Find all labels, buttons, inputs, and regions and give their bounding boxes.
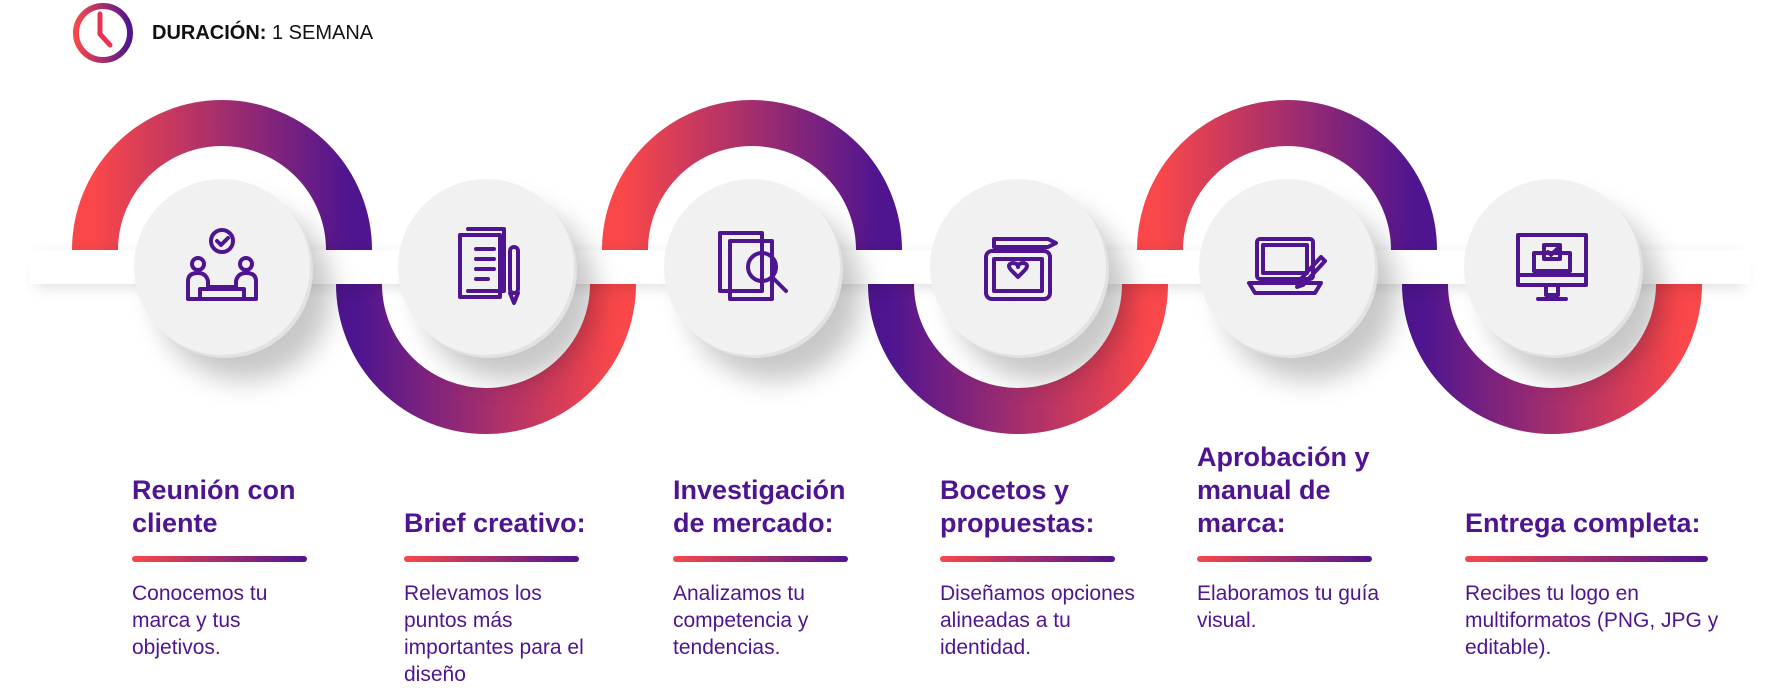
step-text: Investigación de mercado: Analizamos tu … <box>673 440 868 661</box>
step-title: Bocetos y propuestas: <box>940 475 1095 538</box>
research-magnifier-icon <box>718 231 788 301</box>
sketch-tablet-icon <box>984 237 1058 301</box>
meeting-icon <box>186 228 258 301</box>
step-description: Conocemos tu marca y tus objetivos. <box>132 582 268 659</box>
step-node <box>134 179 310 355</box>
step-node <box>930 179 1106 355</box>
timeline-band <box>30 250 1750 284</box>
timeline-arc-top <box>1137 100 1437 251</box>
duration-label: DURACIÓN: 1 SEMANA <box>152 21 374 44</box>
step-text: Bocetos y propuestas: Diseñamos opciones… <box>940 440 1135 661</box>
timeline-arc-top <box>72 100 372 251</box>
step-node <box>664 179 840 355</box>
step-text: Reunión con cliente Conocemos tu marca y… <box>132 440 327 661</box>
monitor-check-icon <box>1516 233 1588 301</box>
step-node <box>1199 179 1375 355</box>
duration-header: DURACIÓN: 1 SEMANA <box>70 0 373 66</box>
step-divider <box>673 556 848 562</box>
step-description: Analizamos tu competencia y tendencias. <box>673 582 809 659</box>
step-divider <box>132 556 307 562</box>
step-description: Recibes tu logo en multiformatos (PNG, J… <box>1465 582 1719 659</box>
step-title: Entrega completa: <box>1465 508 1701 538</box>
step-node <box>1464 179 1640 355</box>
step-title: Investigación de mercado: <box>673 475 846 538</box>
step-divider <box>1465 556 1708 562</box>
clock-icon <box>73 3 133 63</box>
step-description: Relevamos los puntos más importantes par… <box>404 582 584 686</box>
step-title: Aprobación y manual de marca: <box>1197 442 1370 538</box>
timeline-arc-bottom <box>1402 283 1702 434</box>
step-node <box>398 179 574 355</box>
step-divider <box>404 556 579 562</box>
document-pen-icon <box>458 227 520 305</box>
step-title: Reunión con cliente <box>132 475 296 538</box>
timeline-arc-top <box>602 100 902 251</box>
timeline-arc-bottom <box>336 283 636 434</box>
step-divider <box>940 556 1115 562</box>
step-text: Entrega completa: Recibes tu logo en mul… <box>1465 440 1728 661</box>
laptop-pen-icon <box>1247 237 1327 295</box>
step-description: Diseñamos opciones alineadas a tu identi… <box>940 582 1135 659</box>
step-divider <box>1197 556 1372 562</box>
step-text: Brief creativo: Relevamos los puntos más… <box>404 440 599 688</box>
step-description: Elaboramos tu guía visual. <box>1197 582 1380 632</box>
step-text: Aprobación y manual de marca: Elaboramos… <box>1197 440 1392 634</box>
timeline-arc-bottom <box>868 283 1168 434</box>
step-title: Brief creativo: <box>404 508 586 538</box>
